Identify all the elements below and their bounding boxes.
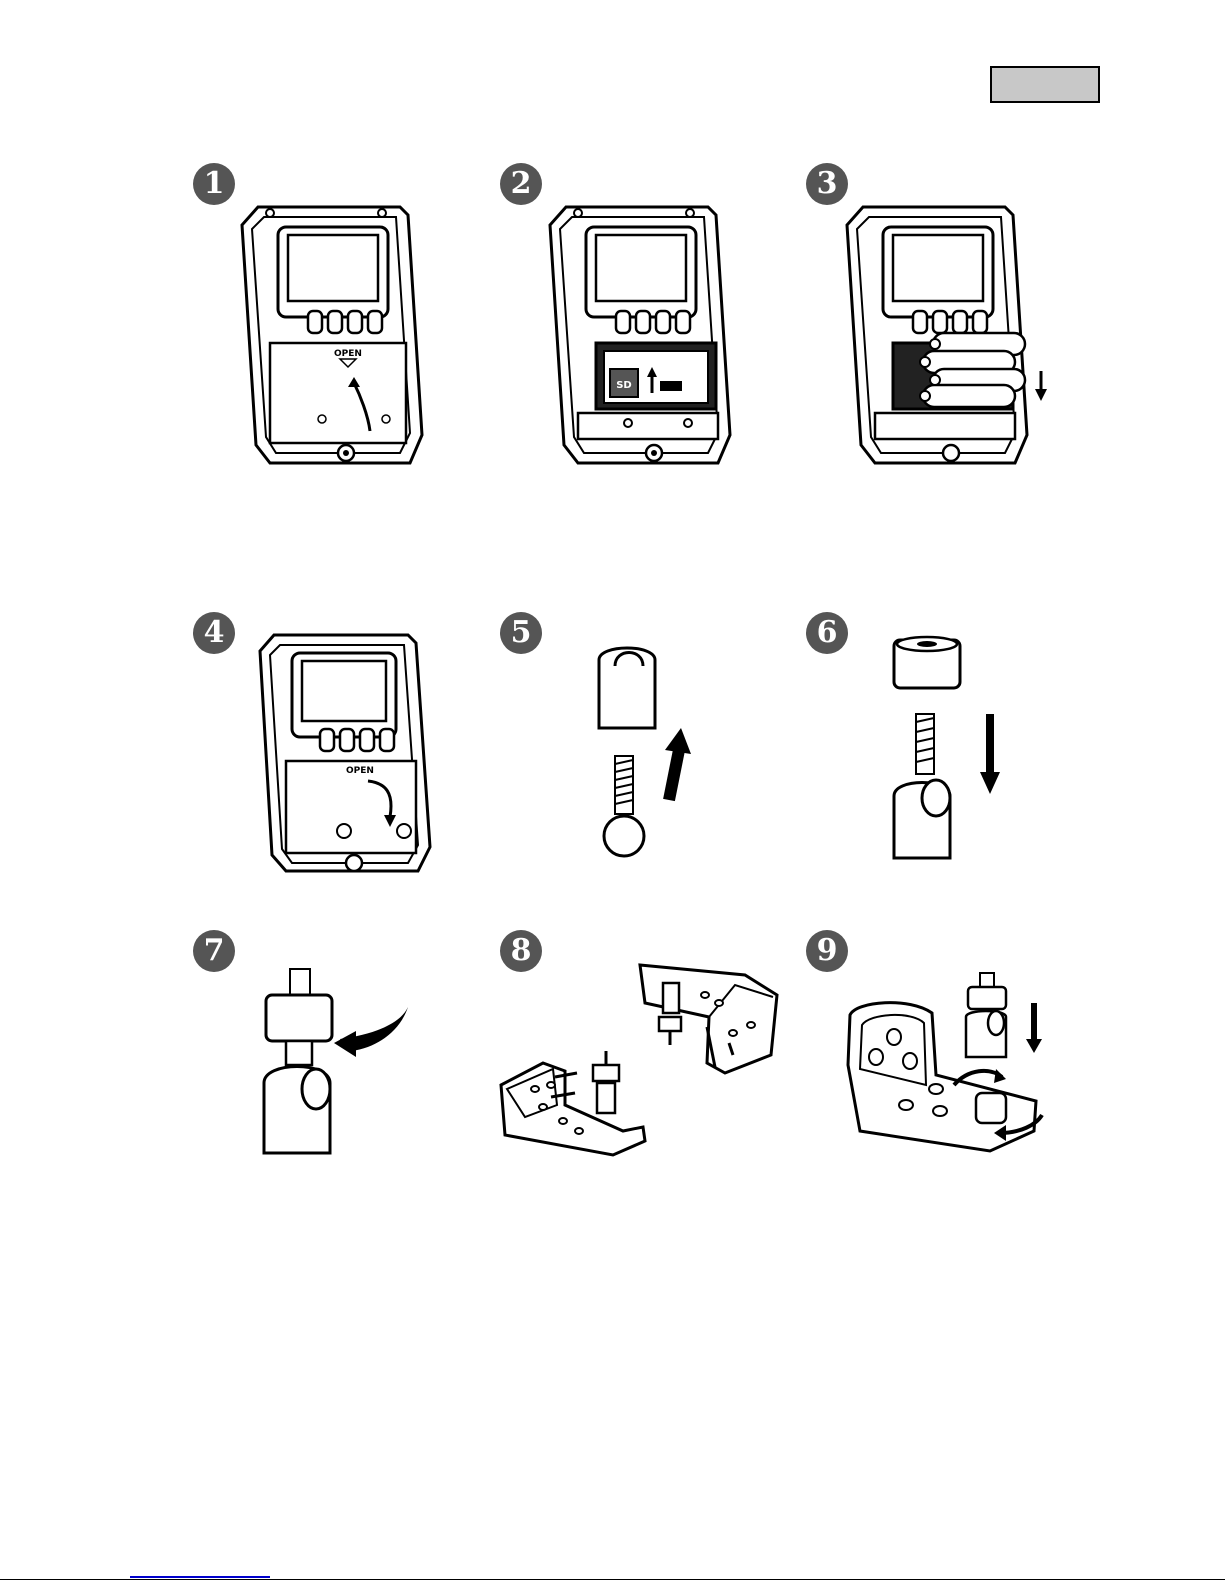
step-7-mount-illustration	[260, 965, 420, 1165]
step-8-bracket-illustration	[495, 955, 785, 1165]
step-3-camera-illustration	[845, 205, 1060, 465]
footer-link-underline	[130, 1576, 270, 1578]
open-label: OPEN	[334, 349, 362, 359]
sd-card-label: SD	[616, 380, 632, 391]
step-2-badge: 2	[500, 163, 542, 205]
open-label-step-4: OPEN	[346, 766, 374, 776]
step-6-badge: 6	[806, 612, 848, 654]
step-2-camera-illustration: SD	[548, 205, 733, 465]
step-9-bracket-illustration	[840, 965, 1050, 1165]
step-1-camera-illustration: OPEN	[240, 205, 425, 465]
step-5-mount-illustration	[595, 640, 705, 860]
footer-rule	[0, 1579, 1225, 1580]
step-5-badge: 5	[500, 612, 542, 654]
step-6-mount-illustration	[890, 636, 1010, 866]
step-4-camera-illustration: OPEN	[258, 633, 433, 873]
language-tab	[990, 66, 1100, 103]
step-3-badge: 3	[806, 163, 848, 205]
step-4-badge: 4	[193, 612, 235, 654]
step-1-badge: 1	[193, 163, 235, 205]
step-7-badge: 7	[193, 930, 235, 972]
